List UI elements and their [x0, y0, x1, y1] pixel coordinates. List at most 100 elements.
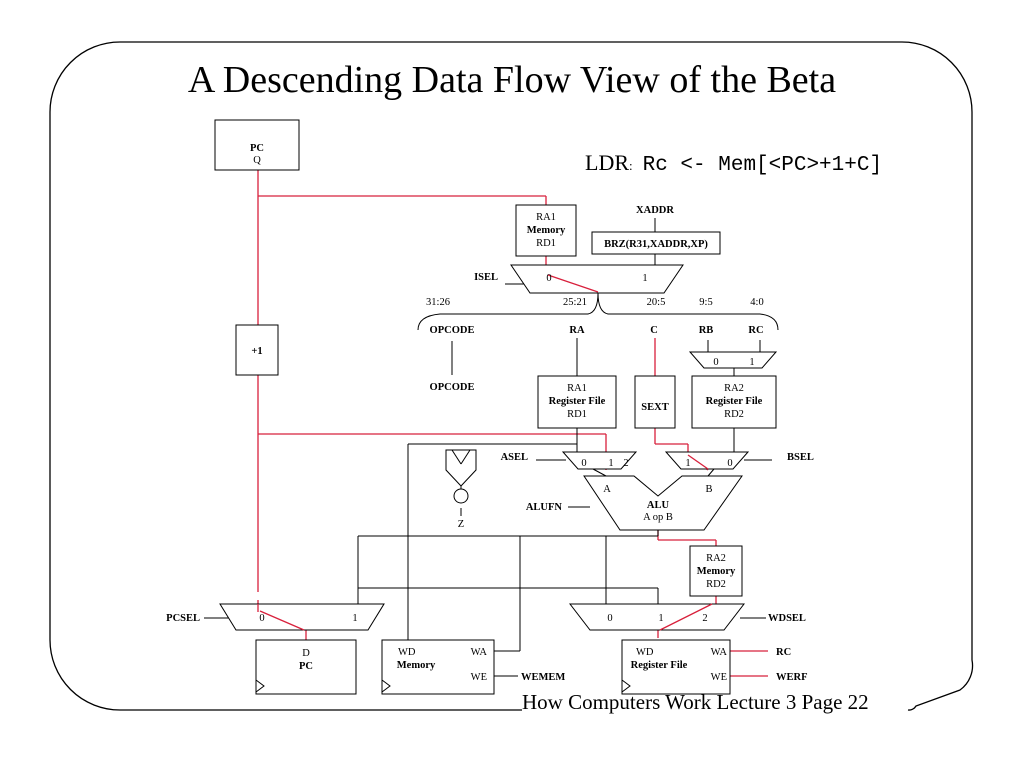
dmem-write-label: Memory [397, 660, 436, 671]
dmem-read-box [689, 545, 743, 597]
wemem-signal: WEMEM [521, 672, 565, 683]
regfile1-port-in: RA1 [567, 383, 587, 394]
field-9-5: 9:5 [699, 297, 712, 308]
rb-rc-in1: 1 [749, 357, 754, 368]
wdsel-in1: 1 [658, 613, 663, 624]
regfile-write-wa: WA [711, 647, 728, 658]
clock-markers [255, 679, 631, 693]
pc-top-label: PC [250, 143, 264, 154]
alu-op: A op B [643, 512, 673, 523]
dmem-write-box [381, 639, 495, 695]
zero-label: Z [458, 519, 464, 530]
bsel-active [687, 454, 709, 470]
field-20-5: 20:5 [647, 297, 666, 308]
regfile-write-we: WE [711, 672, 727, 683]
field-rb: RB [699, 325, 714, 336]
slide-footer: How Computers Work Lecture 3 Page 22 [522, 690, 869, 714]
regfile1-box [537, 375, 617, 429]
instruction-definition: LDR: Rc <- Mem[<PC>+1+C] [585, 150, 882, 177]
pc-bottom-box [255, 639, 357, 695]
pcsel-label: PCSEL [166, 613, 200, 624]
instruction-expression: Rc <- Mem[<PC>+1+C] [642, 154, 883, 177]
regfile2-port-out: RD2 [724, 409, 744, 420]
pcsel-in1: 1 [352, 613, 357, 624]
asel-label: ASEL [501, 452, 528, 463]
dmem-read-port-in: RA2 [706, 553, 726, 564]
asel-in1: 1 [608, 458, 613, 469]
regfile1-label: Register File [549, 396, 606, 407]
xaddr-label: XADDR [636, 205, 674, 216]
asel-in0: 0 [581, 458, 586, 469]
alu-label: ALU [647, 500, 670, 511]
instruction-colon: : [629, 158, 633, 173]
asel-in2: 2 [623, 458, 628, 469]
alu-funnel-lines [451, 449, 471, 504]
field-rc: RC [748, 325, 763, 336]
pcsel-mux [219, 603, 385, 631]
regfile2-label: Register File [706, 396, 763, 407]
bsel-mux [664, 451, 750, 470]
bsel-label: BSEL [787, 452, 814, 463]
imem-port-in: RA1 [536, 212, 556, 223]
alu-shape [583, 475, 743, 531]
wdsel-in2: 2 [702, 613, 707, 624]
dmem-read-port-out: RD2 [706, 579, 726, 590]
opcode-out: OPCODE [430, 382, 475, 393]
isel-active [547, 274, 599, 293]
sext-label: SEXT [641, 402, 668, 413]
regfile2-box [691, 375, 777, 429]
zero-detect-nor [445, 449, 477, 487]
dmem-read-label: Memory [697, 566, 736, 577]
diagram-labels: PC Q +1 RA1 Memory RD1 XADDR BRZ(R31,XAD… [166, 143, 814, 683]
wdsel-mux [568, 603, 746, 631]
rb-rc-mux [688, 351, 778, 369]
regfile1-port-out: RD1 [567, 409, 587, 420]
isel-label: ISEL [474, 272, 498, 283]
rb-rc-in0: 0 [713, 357, 718, 368]
alu-in-a: A [603, 484, 611, 495]
imem-box [515, 204, 577, 257]
pcsel-in0: 0 [259, 613, 264, 624]
rc-signal: RC [776, 647, 791, 658]
asel-mux [561, 451, 638, 470]
regfile-write-box [621, 639, 731, 695]
alufn-label: ALUFN [526, 502, 563, 513]
dmem-write-we: WE [471, 672, 487, 683]
field-c: C [650, 325, 658, 336]
isel-in0: 0 [546, 273, 551, 284]
instruction-name: LDR [585, 150, 629, 175]
slide-title: A Descending Data Flow View of the Beta [187, 59, 837, 101]
brz-box [591, 231, 721, 255]
slide-frame [49, 41, 974, 711]
imem-label: Memory [527, 225, 566, 236]
field-4-0: 4:0 [750, 297, 763, 308]
alu-in-b: B [705, 484, 712, 495]
isel-mux [510, 264, 684, 294]
dmem-write-wd: WD [398, 647, 416, 658]
pcsel-active-2 [259, 610, 305, 631]
plus1-label: +1 [251, 346, 262, 357]
boxes [214, 119, 777, 695]
field-31-26: 31:26 [426, 297, 450, 308]
field-opcode: OPCODE [430, 325, 475, 336]
regfile-write-label: Register File [631, 660, 688, 671]
sext-box [634, 375, 676, 429]
imem-port-out: RD1 [536, 238, 556, 249]
pc-bottom-port: D [302, 648, 310, 659]
field-25-21: 25:21 [563, 297, 587, 308]
regfile2-port-in: RA2 [724, 383, 744, 394]
werf-signal: WERF [776, 672, 808, 683]
pc-top-box [214, 119, 300, 171]
isel-in1: 1 [642, 273, 647, 284]
field-ra: RA [569, 325, 585, 336]
bsel-in1: 1 [685, 458, 690, 469]
regfile-write-wd: WD [636, 647, 654, 658]
mux-shapes [219, 264, 778, 631]
wdsel-in0: 0 [607, 613, 612, 624]
wdsel-label: WDSEL [768, 613, 806, 624]
bsel-in0: 0 [727, 458, 732, 469]
brz-label: BRZ(R31,XADDR,XP) [604, 239, 708, 250]
pc-bottom-label: PC [299, 661, 313, 672]
